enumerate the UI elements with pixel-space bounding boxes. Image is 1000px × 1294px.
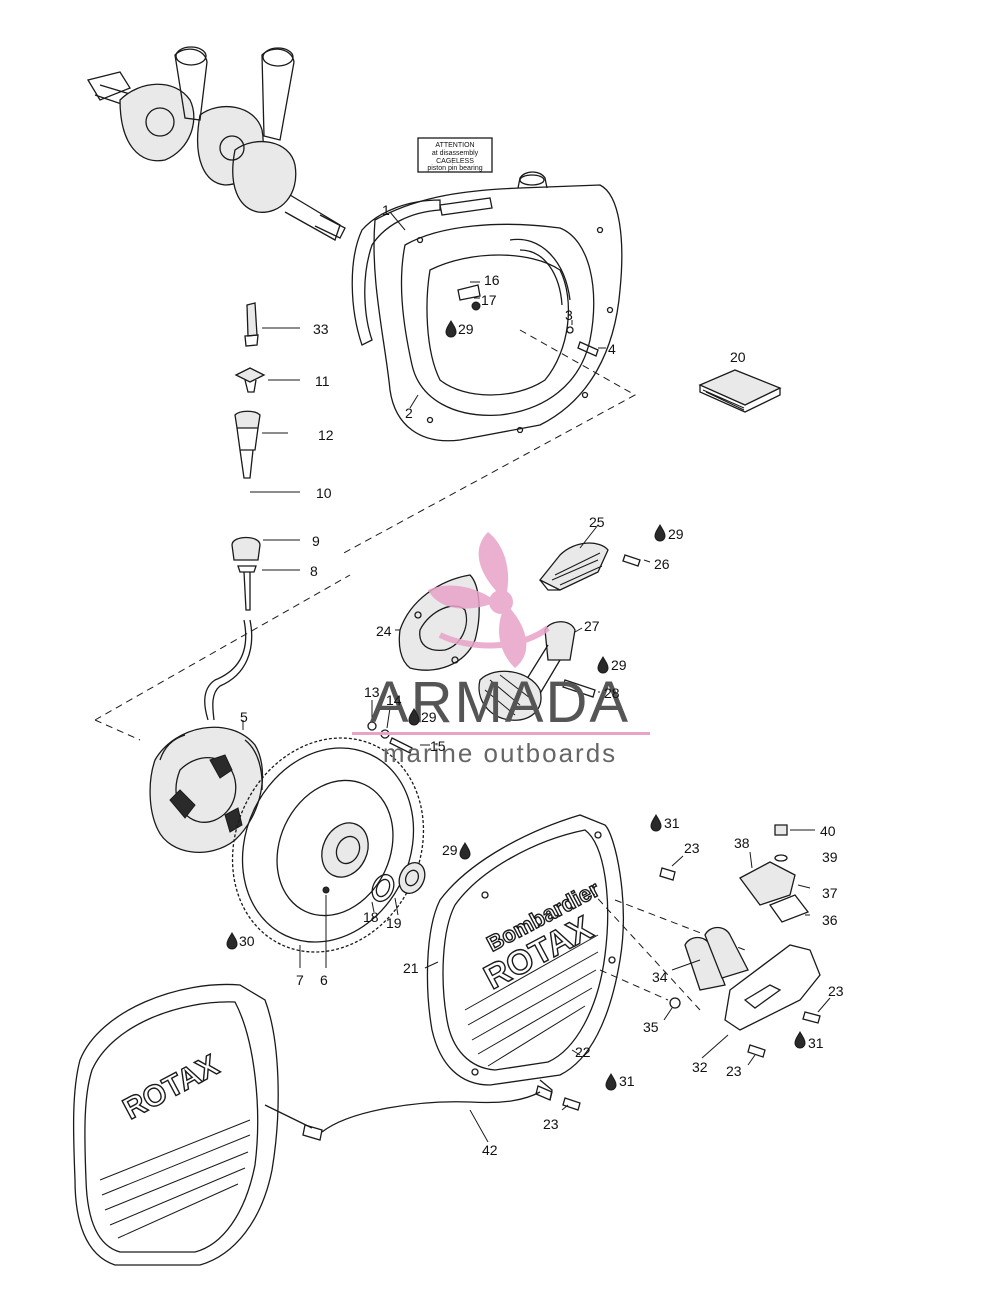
svg-text:31: 31 — [619, 1073, 635, 1089]
svg-text:29: 29 — [611, 657, 627, 673]
stator-assembly — [94, 574, 351, 853]
ignition-components — [398, 542, 641, 721]
decal-line3: CAGELESS — [436, 158, 474, 165]
decal-line2: at disassembly — [432, 150, 479, 157]
callout-10: 10 — [316, 485, 332, 501]
lubricant-marker-29-coil: 29 — [654, 524, 684, 542]
drop-icon — [597, 656, 609, 674]
callout-7: 7 — [296, 972, 304, 988]
callout-34: 34 — [652, 969, 668, 985]
callout-15: 15 — [430, 738, 446, 754]
callout-6: 6 — [320, 972, 328, 988]
callout-5: 5 — [240, 709, 248, 725]
timing-pin-stack — [204, 302, 300, 721]
lubricant-marker-31-right: 31 — [794, 1031, 824, 1051]
watermark-brand-name: ARMADA — [370, 670, 630, 735]
propeller-blade-top — [478, 532, 509, 596]
callout-1: 1 — [382, 202, 390, 218]
watermark-tagline: marine outboards — [383, 738, 617, 768]
svg-text:31: 31 — [808, 1035, 824, 1051]
watermark-underline — [352, 732, 650, 735]
callout-33: 33 — [313, 321, 329, 337]
callout-23-right: 23 — [828, 983, 844, 999]
flywheel-ring-gear — [231, 737, 425, 968]
callout-12: 12 — [318, 427, 334, 443]
svg-text:29: 29 — [421, 709, 437, 725]
callout-20: 20 — [730, 349, 746, 365]
callout-28: 28 — [604, 685, 620, 701]
propeller-hub — [489, 590, 513, 614]
leader-lines — [242, 211, 831, 1111]
drop-icon — [794, 1031, 806, 1049]
propeller-swoosh — [438, 625, 550, 649]
callout-23-bottom: 23 — [543, 1116, 559, 1132]
callout-17: 17 — [481, 292, 497, 308]
callout-4: 4 — [608, 341, 616, 357]
callout-37: 37 — [822, 885, 838, 901]
part-20-block — [698, 369, 782, 413]
lubricant-marker-29-cover: 29 — [442, 842, 471, 860]
lubricant-marker-29-bolt: 29 — [408, 708, 437, 726]
crankcase-housing — [339, 171, 637, 556]
callout-11: 11 — [315, 373, 330, 389]
callout-2: 2 — [405, 405, 413, 421]
callout-25: 25 — [589, 514, 605, 530]
callout-40: 40 — [820, 823, 836, 839]
callout-9: 9 — [312, 533, 320, 549]
callout-16: 16 — [484, 272, 500, 288]
lubricant-marker-30: 30 — [226, 932, 255, 950]
decal-line1: ATTENTION — [435, 142, 474, 149]
svg-text:29: 29 — [442, 842, 458, 858]
callout-3: 3 — [565, 307, 573, 323]
callout-19: 19 — [386, 915, 402, 931]
attention-decal: ATTENTION at disassembly CAGELESS piston… — [417, 137, 493, 173]
drop-icon — [650, 814, 662, 832]
svg-text:30: 30 — [239, 933, 255, 949]
decal-line4: piston pin bearing — [427, 165, 482, 172]
callout-21: 21 — [403, 960, 419, 976]
callout-32: 32 — [692, 1059, 708, 1075]
drop-icon — [226, 932, 238, 950]
lubricant-marker-31-top: 31 — [650, 814, 680, 832]
callout-38: 38 — [734, 835, 750, 851]
propeller-logo-icon — [428, 532, 550, 668]
callout-14: 14 — [386, 692, 402, 708]
callout-42: 42 — [482, 1142, 498, 1158]
lubricant-marker-29-housing: 29 — [445, 320, 474, 338]
svg-text:31: 31 — [664, 815, 680, 831]
callout-36: 36 — [822, 912, 838, 928]
rear-cover-and-cable: ROTAX — [72, 983, 553, 1266]
lubricant-marker-29-lower-coil: 29 — [597, 656, 627, 674]
crankshaft-assembly — [86, 46, 346, 241]
armada-watermark: ARMADA marine outboards — [352, 532, 650, 768]
callout-13: 13 — [364, 684, 380, 700]
drop-icon — [459, 842, 471, 860]
callout-23-bracket: 23 — [726, 1063, 742, 1079]
propeller-blade-right — [499, 606, 527, 668]
callout-39: 39 — [822, 849, 838, 865]
drop-icon — [408, 708, 420, 726]
drop-icon — [654, 524, 666, 542]
callout-8: 8 — [310, 563, 318, 579]
svg-text:29: 29 — [458, 321, 474, 337]
callout-22: 22 — [575, 1044, 591, 1060]
callout-27: 27 — [584, 618, 600, 634]
propeller-blade-left — [428, 585, 494, 609]
callout-23-top: 23 — [684, 840, 700, 856]
callout-24: 24 — [376, 623, 392, 639]
bracket-assembly — [562, 824, 821, 1111]
callout-26: 26 — [654, 556, 670, 572]
svg-text:29: 29 — [668, 526, 684, 542]
callout-labels: 1 2 3 4 5 6 7 8 9 10 11 12 13 14 15 16 1… — [226, 202, 844, 1158]
drop-icon — [445, 320, 457, 338]
callout-18: 18 — [363, 909, 379, 925]
lubricant-marker-31-bottom: 31 — [605, 1073, 635, 1091]
callout-35: 35 — [643, 1019, 659, 1035]
drop-icon — [605, 1073, 617, 1091]
rear-cover-logo-emboss: ROTAX — [118, 1049, 224, 1126]
